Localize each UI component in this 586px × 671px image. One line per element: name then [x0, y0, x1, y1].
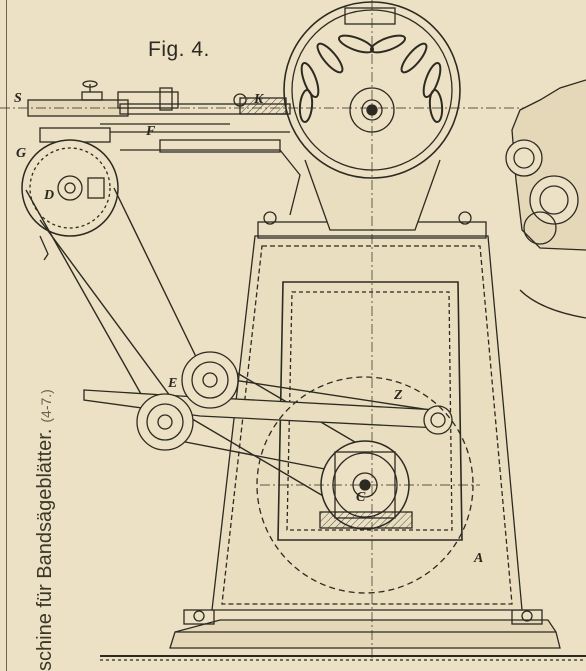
label-g: G: [16, 146, 27, 161]
label-c: C: [356, 490, 366, 505]
sheet-edge-line: [6, 0, 7, 671]
label-s: S: [14, 91, 22, 106]
label-a: A: [474, 551, 484, 566]
upper-frame: [110, 131, 441, 231]
caption-text: schine für Bandsägeblätter.: [34, 428, 56, 671]
caption-range: (4-7.): [38, 389, 54, 423]
label-d: D: [44, 188, 55, 203]
label-e: E: [168, 376, 178, 391]
label-f-upper: F: [146, 124, 156, 139]
right-partial-machine: [505, 79, 586, 319]
side-caption: schine für Bandsägeblätter. (4-7.): [34, 389, 57, 671]
pulley-d: [21, 139, 119, 261]
flywheel-slots: [298, 34, 444, 123]
figure-title: Fig. 4.: [148, 38, 210, 61]
base-plate: [100, 609, 586, 661]
idler-pulleys: [136, 351, 239, 451]
label-z: Z: [394, 388, 403, 403]
label-k: K: [254, 92, 264, 107]
